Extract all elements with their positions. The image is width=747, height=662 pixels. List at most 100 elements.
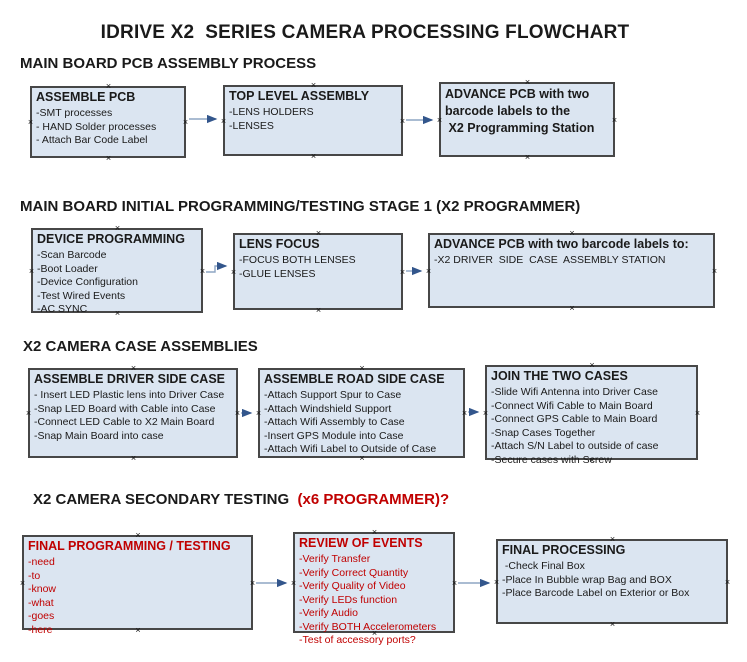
section-heading-initial-programming: MAIN BOARD INITIAL PROGRAMMING/TESTING S… [20, 198, 581, 215]
connector-handle-icon: × [524, 77, 531, 87]
connector-handle-icon: × [114, 223, 121, 233]
box-advance-pcb-case-station: ADVANCE PCB with two barcode labels to: … [425, 229, 718, 313]
box-item: -Snap LED Board with Cable into Case [34, 402, 216, 415]
connector-handle-icon: × [315, 228, 322, 238]
box-lens-focus: LENS FOCUS -FOCUS BOTH LENSES-GLUE LENSE… [230, 229, 405, 315]
box-top-level-assembly: TOP LEVEL ASSEMBLY -LENS HOLDERS-LENSES … [221, 81, 406, 161]
box-title: ASSEMBLE DRIVER SIDE CASE [34, 372, 226, 386]
box-final-processing: FINAL PROCESSING -Check Final Box-Place … [493, 535, 730, 629]
box-item: -AC SYNC [37, 303, 88, 315]
box-item: -Attach Windshield Support [264, 402, 392, 415]
box-item: -X2 DRIVER SIDE CASE ASSEMBLY STATION [434, 254, 666, 266]
box-item: - HAND Solder processes [36, 120, 157, 133]
connector-handle-icon: × [230, 266, 237, 277]
box-item: -Place In Bubble wrap Bag and BOX [502, 573, 672, 586]
connector-handle-icon: × [249, 577, 256, 588]
section-heading-pcb-assembly: MAIN BOARD PCB ASSEMBLY PROCESS [20, 55, 317, 72]
box-item: -Snap Cases Together [491, 426, 596, 439]
box-device-programming: DEVICE PROGRAMMING -Scan Barcode-Boot Lo… [28, 224, 206, 318]
box-item: -FOCUS BOTH LENSES [239, 254, 356, 266]
connector-handle-icon: × [28, 265, 35, 276]
box-item: -Verify Quality of Video [299, 580, 406, 592]
box-review-of-events: REVIEW OF EVENTS -Verify Transfer-Verify… [290, 528, 458, 647]
section-heading-black-part: X2 CAMERA SECONDARY TESTING [33, 491, 294, 508]
flow-arrow [206, 261, 228, 273]
box-item: -Verify Transfer [299, 553, 371, 565]
connector-handle-icon: × [130, 363, 137, 373]
section-heading-secondary-testing: X2 CAMERA SECONDARY TESTING (x6 PROGRAMM… [33, 491, 449, 508]
connector-handle-icon: × [19, 577, 26, 588]
box-item: -Attach S/N Label to outside of case [491, 440, 659, 452]
box-title: LENS FOCUS [239, 237, 320, 251]
box-item: -Test of accessory ports? [299, 634, 416, 646]
box-item: -to [28, 569, 41, 582]
page-title: IDRIVE X2 SERIES CAMERA PROCESSING FLOWC… [100, 22, 630, 43]
box-item: -Connect GPS Cable to Main Board [491, 413, 658, 425]
box-items: -Slide Wifi Antenna into Driver Case -Con… [491, 386, 692, 467]
box-item: -LENS HOLDERS [229, 106, 314, 118]
connector-handle-icon: × [199, 265, 206, 276]
box-items: -Check Final Box-Place In Bubble wrap Ba… [502, 560, 722, 601]
box-final-programming-testing: FINAL PROGRAMMING / TESTING -need-to-kno… [19, 531, 256, 636]
box-item: -Verify Correct Quantity [299, 566, 409, 579]
box-assemble-driver-side-case: ASSEMBLE DRIVER SIDE CASE - Insert LED P… [26, 364, 240, 463]
box-title: DEVICE PROGRAMMING [37, 232, 185, 246]
connector-handle-icon: × [694, 407, 701, 418]
connector-handle-icon: × [451, 577, 458, 588]
box-title: REVIEW OF EVENTS [299, 536, 423, 550]
connector-handle-icon: × [399, 115, 406, 126]
box-item: -Test Wired Events [37, 289, 126, 302]
box-title: TOP LEVEL ASSEMBLY [229, 89, 370, 103]
box-title: ASSEMBLE PCB [36, 90, 136, 104]
connector-handle-icon: × [310, 151, 317, 161]
box-item: -know [28, 583, 57, 595]
connector-handle-icon: × [371, 527, 378, 537]
box-title: ADVANCE PCB with two barcode labels to: [434, 237, 689, 251]
box-title: ASSEMBLE ROAD SIDE CASE [264, 372, 445, 386]
connector-handle-icon: × [461, 408, 468, 418]
connector-handle-icon: × [524, 152, 531, 162]
connector-handle-icon: × [27, 117, 34, 127]
box-item: -Attach Support Spur to Case [264, 389, 402, 401]
box-item: -Connect LED Cable to X2 Main Board [34, 416, 215, 428]
box-items: -need-to-know-what-goes-here [28, 556, 247, 637]
box-item: -here [28, 623, 53, 636]
connector-handle-icon: × [135, 530, 141, 540]
box-item: -SMT processes [36, 107, 113, 119]
box-item: -Check Final Box [502, 560, 585, 572]
box-item: -LENSES [229, 119, 274, 132]
connector-handle-icon: × [425, 265, 432, 276]
box-item: -Verify Audio [299, 607, 358, 619]
box-advance-pcb-programming-station: ADVANCE PCB with two barcode labels to t… [437, 78, 618, 162]
box-item: -Verify BOTH Accelerometers [299, 620, 437, 633]
box-item: -Slide Wifi Antenna into Driver Case [491, 386, 658, 398]
box-item: -Device Configuration [37, 276, 138, 288]
connector-handle-icon: × [130, 453, 137, 463]
box-item: -Snap Main Board into case [34, 429, 164, 442]
box-join-two-cases: JOIN THE TWO CASES -Slide Wifi Antenna i… [483, 361, 701, 466]
box-title: JOIN THE TWO CASES [491, 369, 628, 383]
box-item: -Place Barcode Label on Exterior or Box [502, 587, 690, 599]
box-item: -Insert GPS Module into Case [264, 429, 404, 442]
box-item: -need [28, 556, 55, 568]
box-items: -Verify Transfer-Verify Correct Quantity… [299, 553, 449, 648]
connector-handle-icon: × [569, 303, 575, 313]
connector-handle-icon: × [569, 228, 575, 238]
connector-handle-icon: × [290, 577, 297, 588]
section-heading-case-assemblies: X2 CAMERA CASE ASSEMBLIES [23, 338, 258, 355]
connector-handle-icon: × [493, 576, 500, 587]
box-title: ADVANCE PCB with two barcode labels to t… [445, 87, 595, 135]
box-item: -goes [28, 610, 55, 622]
box-item: -Boot Loader [37, 262, 98, 275]
box-items: -FOCUS BOTH LENSES-GLUE LENSES [239, 254, 397, 281]
box-item: - Insert LED Plastic lens into Driver Ca… [34, 389, 225, 401]
connector-handle-icon: × [255, 408, 262, 418]
box-items: -SMT processes- HAND Solder processes- A… [36, 107, 180, 148]
box-item: -Attach Wifi Label to Outside of Case [264, 443, 437, 455]
connector-handle-icon: × [589, 360, 595, 370]
box-title: FINAL PROCESSING [502, 543, 626, 557]
connector-handle-icon: × [711, 265, 718, 276]
box-item: - Attach Bar Code Label [36, 134, 148, 146]
box-items: -LENS HOLDERS-LENSES [229, 106, 397, 133]
connector-handle-icon: × [611, 114, 618, 125]
